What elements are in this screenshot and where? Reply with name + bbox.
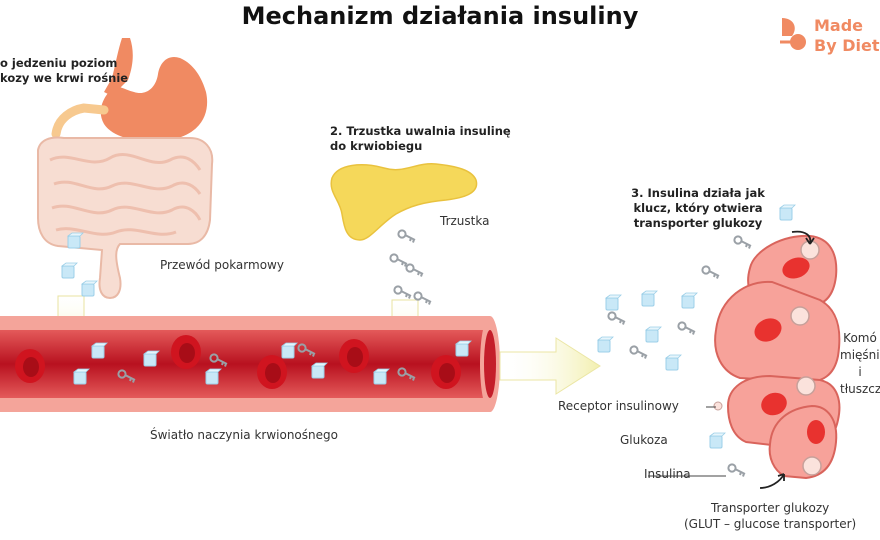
brand-name-line2: By Diet xyxy=(814,36,880,55)
step2-line1: 2. Trzustka uwalnia insulinę xyxy=(330,124,511,138)
step1-line2: kozy we krwi rośnie xyxy=(0,71,129,85)
insulin-key xyxy=(397,229,416,244)
brand-logo-icon xyxy=(780,18,806,50)
pancreas-label: Trzustka xyxy=(440,214,490,228)
flow-arrow xyxy=(499,337,601,395)
insulin-key xyxy=(629,345,648,360)
red-blood-cell xyxy=(171,335,201,369)
muscle-fat-cells xyxy=(713,234,841,480)
legend-transporter-line2: (GLUT – glucose transporter) xyxy=(684,517,857,531)
brand-logo: Made By Diet xyxy=(778,12,880,60)
glucose-cube xyxy=(597,336,614,353)
step1-caption: o jedzeniu poziom kozy we krwi rośnie xyxy=(0,56,128,86)
insulin-key xyxy=(701,265,720,280)
pancreas-illustration xyxy=(330,163,478,241)
step3-line2: klucz, który otwiera xyxy=(633,201,763,215)
glucose-cube xyxy=(605,294,622,311)
legend-insulin-key xyxy=(727,463,746,478)
step2-line2: do krwiobiegu xyxy=(330,139,423,153)
legend-glucose: Glukoza xyxy=(620,433,668,447)
step2-caption: 2. Trzustka uwalnia insulinę do krwiobie… xyxy=(330,124,511,154)
insulin-key xyxy=(405,263,424,278)
glucose-cube xyxy=(779,204,796,221)
glucose-cube xyxy=(665,354,682,371)
legend-transporter: Transporter glukozy (GLUT – glucose tran… xyxy=(684,500,856,532)
step3-line3: transporter glukozy xyxy=(633,216,763,230)
intestine-illustration xyxy=(37,136,214,300)
legend-insulin: Insulina xyxy=(644,467,691,481)
glucose-cube xyxy=(681,292,698,309)
cells-label-line3: i xyxy=(858,365,862,379)
cells-label-line2: mięśnio xyxy=(840,348,880,362)
vessel-lumen-label: Światło naczynia krwionośnego xyxy=(150,428,338,442)
stomach-illustration xyxy=(100,56,208,142)
esophagus xyxy=(104,38,133,96)
insulin-key xyxy=(607,311,626,326)
insulin-key xyxy=(677,321,696,336)
glucose-cube xyxy=(641,290,658,307)
page-title: Mechanizm działania insuliny xyxy=(241,2,639,30)
glucose-cube xyxy=(81,280,98,297)
digestive-tract-label: Przewód pokarmowy xyxy=(160,258,284,272)
cells-label-line1: Komó xyxy=(843,331,877,345)
legend-receptor: Receptor insulinowy xyxy=(558,399,679,413)
glucose-cube xyxy=(645,326,662,343)
step3-caption: 3. Insulina działa jak klucz, który otwi… xyxy=(628,186,768,231)
glucose-cube xyxy=(61,262,78,279)
blood-vessel xyxy=(0,316,500,412)
red-blood-cell xyxy=(15,349,45,383)
legend-transporter-line1: Transporter glukozy xyxy=(710,501,830,515)
red-blood-cell xyxy=(339,339,369,373)
brand-name-line1: Made xyxy=(814,16,864,35)
red-blood-cell xyxy=(257,355,287,389)
cells-label: Komó mięśnio i tłuszcz xyxy=(840,330,880,398)
insulin-key xyxy=(733,235,752,250)
legend-glucose-cube xyxy=(709,432,726,449)
insulin-key xyxy=(393,285,412,300)
red-blood-cell xyxy=(431,355,461,389)
cells-label-line4: tłuszcz xyxy=(840,382,880,396)
step3-line1: 3. Insulina działa jak xyxy=(631,186,765,200)
step1-line1: o jedzeniu poziom xyxy=(0,56,118,70)
insulin-key xyxy=(389,253,408,268)
